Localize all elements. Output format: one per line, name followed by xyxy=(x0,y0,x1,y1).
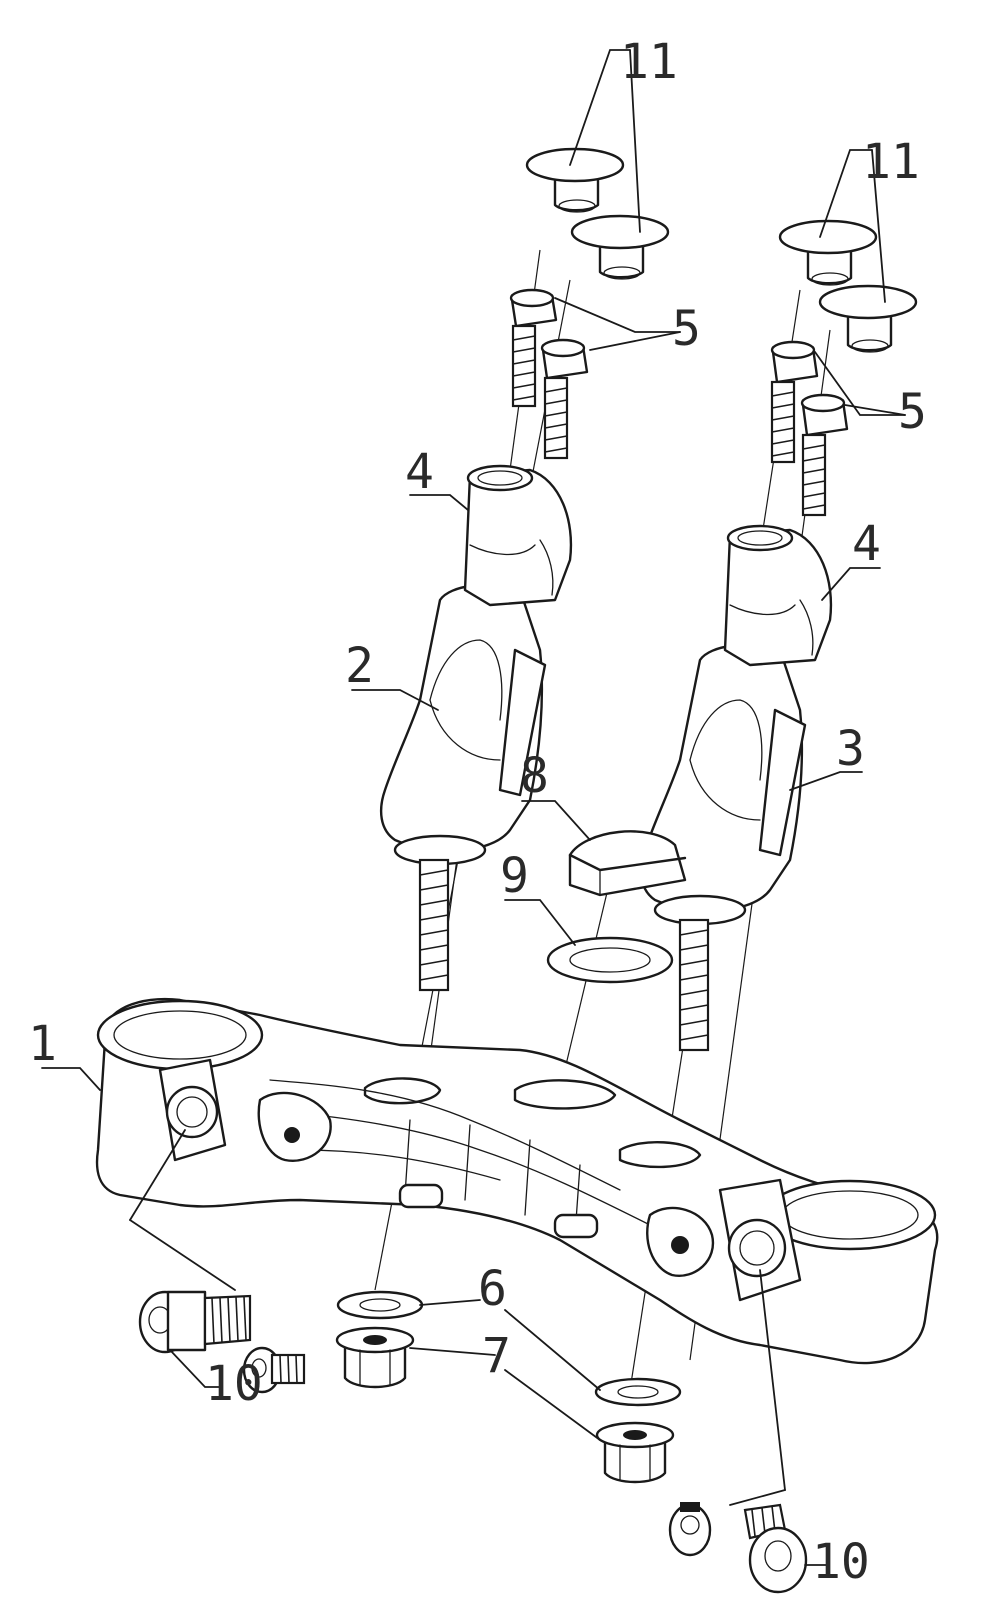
nut-7-right xyxy=(595,1421,675,1484)
label-4-left: 4 xyxy=(405,444,434,500)
bolt-5-left-b xyxy=(540,338,589,460)
label-1: 1 xyxy=(28,1016,57,1072)
callout-labels: 1 2 3 4 4 5 5 6 7 8 9 10 10 11 11 xyxy=(28,34,927,1590)
riser-right-thread xyxy=(678,918,710,1052)
cap-11-right-b xyxy=(818,284,918,353)
label-10-left: 10 xyxy=(205,1356,263,1412)
label-9: 9 xyxy=(500,848,529,904)
label-11-left: 11 xyxy=(620,34,678,90)
clamp-cap-right xyxy=(723,524,833,667)
pinch-bolt-10-left-long xyxy=(138,1290,252,1354)
washer-9 xyxy=(546,936,674,984)
leader-lines xyxy=(41,49,906,1566)
pinch-bolt-10-left-short xyxy=(242,1346,306,1394)
label-8: 8 xyxy=(520,748,549,804)
bolt-5-left-a xyxy=(509,288,558,408)
label-6: 6 xyxy=(478,1261,507,1317)
riser-left-thread xyxy=(418,858,450,992)
washer-6-left xyxy=(336,1290,424,1320)
label-3: 3 xyxy=(836,721,865,777)
label-2: 2 xyxy=(345,638,374,694)
cap-11-right-a xyxy=(778,219,878,286)
label-5-left: 5 xyxy=(672,301,701,357)
riser-left xyxy=(379,583,547,992)
washer-6-right xyxy=(594,1377,682,1407)
centre-block-8 xyxy=(568,830,687,897)
bolt-5-right-a xyxy=(770,340,819,464)
pinch-bolt-10-right-long xyxy=(743,1503,808,1594)
label-5-right: 5 xyxy=(898,384,927,440)
label-11-right: 11 xyxy=(862,134,920,190)
pinch-bolt-10-right-short xyxy=(668,1502,712,1557)
nut-7-left xyxy=(335,1326,415,1389)
cap-11-left-b xyxy=(570,214,670,280)
cap-11-left-a xyxy=(525,147,625,213)
label-10-right: 10 xyxy=(812,1534,870,1590)
triple-clamp xyxy=(95,997,939,1365)
label-7: 7 xyxy=(482,1328,511,1384)
clamp-cap-left xyxy=(463,464,573,607)
label-4-right: 4 xyxy=(852,516,881,572)
bolt-5-right-b xyxy=(800,393,849,517)
